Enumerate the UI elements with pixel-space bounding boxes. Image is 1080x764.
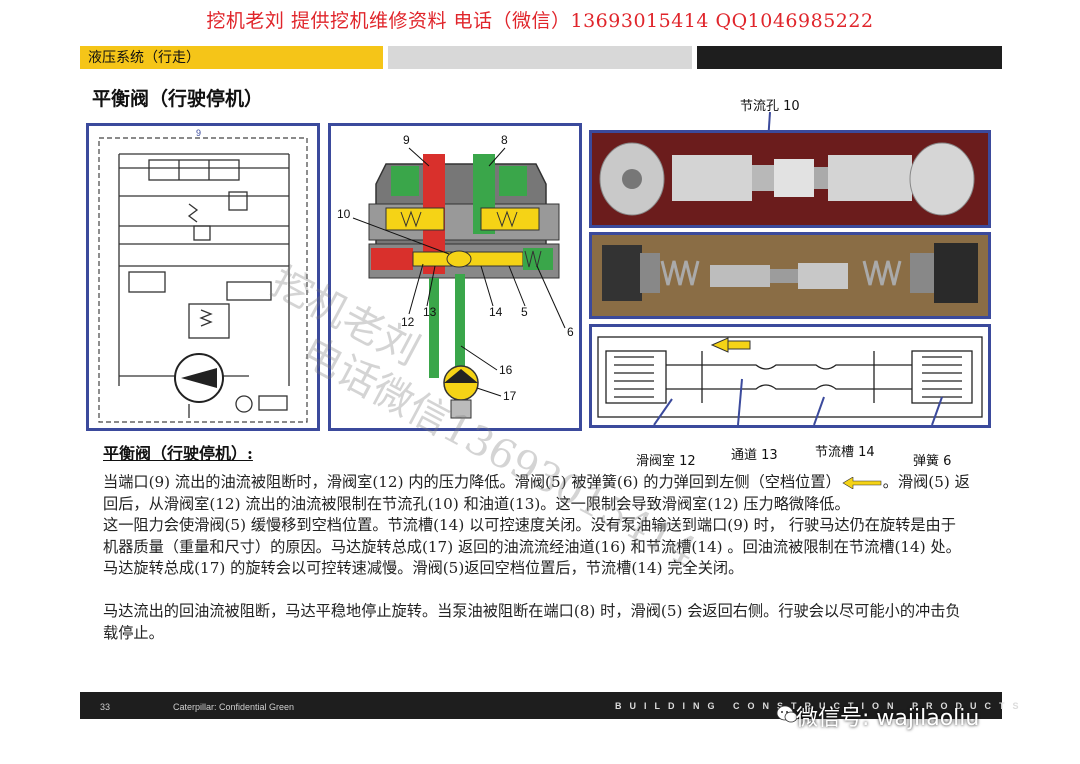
page-number: 33 [100, 702, 111, 712]
paragraph-2: 这一阻力会使滑阀(5) 缓慢移到空档位置。节流槽(14) 以可控速度关闭。没有泵… [103, 516, 961, 578]
text-heading: 平衡阀（行驶停机）: [103, 444, 253, 463]
footer-bar [80, 692, 1002, 719]
wechat-id: 微信号: wajilaoliu [796, 706, 980, 731]
cutaway-label: 17 [503, 389, 517, 403]
schematic-port-label: 9 [196, 128, 201, 138]
header-bar-gray [388, 46, 692, 69]
spool-photo-illustration [592, 133, 988, 225]
spool-photo-top [589, 130, 991, 228]
cutaway-label: 13 [423, 305, 437, 319]
description-text: 当端口(9) 流出的油流被阻断时，滑阀室(12) 内的压力降低。滑阀(5) 被弹… [103, 472, 971, 644]
cutaway-label: 12 [401, 315, 415, 329]
cutaway-label: 5 [521, 305, 528, 319]
confidential-label: Caterpillar: Confidential Green [173, 702, 295, 712]
spool-section-drawing [589, 324, 991, 428]
header-bar-yellow [80, 46, 383, 69]
paragraph-1: 当端口(9) 流出的油流被阻断时，滑阀室(12) 内的压力降低。滑阀(5) 被弹… [103, 472, 971, 515]
valve-cutaway-panel: 9 8 10 12 13 14 5 6 16 17 [328, 123, 582, 431]
cutaway-label: 6 [567, 325, 574, 339]
spool-section-illustration [597, 336, 983, 426]
groove-callout: 节流槽 14 [815, 445, 875, 460]
section-label: 液压系统（行走） [88, 50, 200, 66]
header-bar-black [697, 46, 1002, 69]
valve-cutaway-diagram: 9 8 10 12 13 14 5 6 16 17 [337, 133, 574, 419]
spool-photo-middle [589, 232, 991, 319]
cutaway-label: 9 [403, 133, 410, 147]
cutaway-label: 10 [337, 207, 351, 221]
cutaway-label: 16 [499, 363, 513, 377]
paragraph-1-part-b: 。滑阀(5) 返回后，从滑阀室(12) 流出的油流被限制在节流孔(10) 和油道… [103, 473, 970, 513]
spool-photo-illustration [592, 235, 988, 316]
chamber-callout: 滑阀室 12 [636, 454, 696, 469]
hydraulic-schematic-panel: 9 [86, 123, 320, 431]
passage-callout: 通道 13 [731, 448, 778, 463]
hydraulic-schematic-diagram: 9 [98, 128, 308, 423]
footer-tagline: BUILDING CONSTRUCTION PRODUCTS [615, 701, 1027, 711]
paragraph-3: 马达流出的回油流被阻断，马达平稳地停止旋转。当泵油被阻断在端口(8) 时，滑阀(… [103, 601, 961, 642]
left-arrow-icon [842, 477, 882, 489]
spring-callout: 弹簧 6 [913, 454, 952, 469]
contact-banner: 挖机老刘 提供挖机维修资料 电话（微信）13693015414 QQ104698… [206, 10, 874, 32]
slide-title: 平衡阀（行驶停机） [92, 88, 264, 110]
orifice-callout: 节流孔 10 [740, 99, 800, 114]
paragraph-1-part-a: 当端口(9) 流出的油流被阻断时，滑阀室(12) 内的压力降低。滑阀(5) 被弹… [103, 473, 841, 491]
cutaway-label: 8 [501, 133, 508, 147]
cutaway-label: 14 [489, 305, 503, 319]
wechat-icon [776, 705, 798, 723]
